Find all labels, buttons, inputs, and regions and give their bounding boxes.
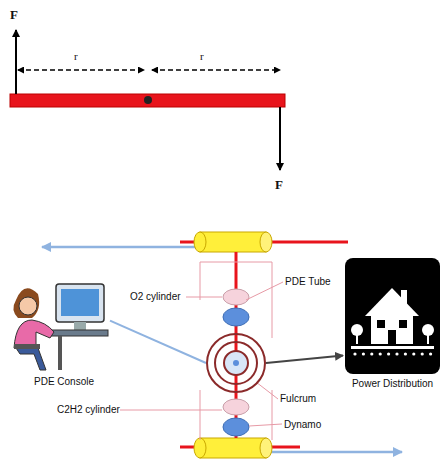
part-label: C2H2 cylinder — [57, 404, 120, 415]
node-label: Power Distribution — [352, 378, 433, 389]
connector — [266, 356, 343, 364]
console-icon — [6, 278, 110, 390]
node-label: PDE Console — [34, 376, 94, 387]
part-label: r — [74, 50, 78, 62]
part-label: O2 cylinder — [130, 291, 181, 302]
house-icon — [345, 258, 440, 374]
part-label: F — [10, 8, 18, 22]
part-label: F — [275, 178, 283, 192]
fulcrum-icon — [206, 333, 266, 393]
part-label: r — [200, 50, 204, 62]
fulcrum-node: Fulcrum — [206, 333, 266, 393]
console-node: PDE Console — [6, 278, 110, 390]
part-label: PDE Tube — [285, 276, 331, 287]
node-label: Fulcrum — [280, 393, 316, 404]
house-node: Power Distribution — [345, 258, 440, 388]
part-label: Dynamo — [284, 419, 321, 430]
connector — [110, 321, 206, 363]
lever — [10, 30, 285, 170]
